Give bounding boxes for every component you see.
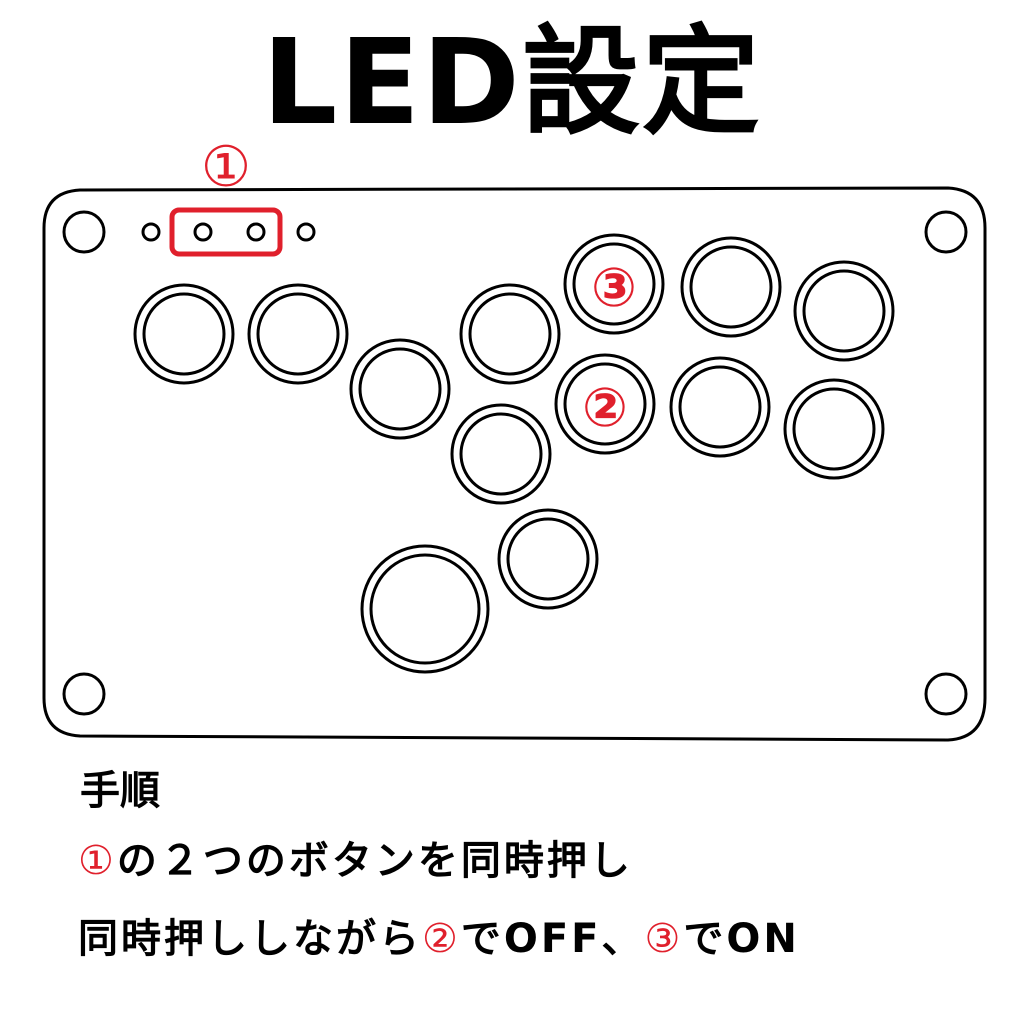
instruction-1-marker: ① bbox=[78, 838, 117, 884]
instruction-line-1: ①の２つのボタンを同時押し bbox=[78, 828, 800, 886]
instruction-2-marker-2: ② bbox=[422, 916, 461, 962]
instructions-block: 手順 ①の２つのボタンを同時押し 同時押ししながら②でOFF、③でON bbox=[78, 758, 800, 984]
arcade-button-left-3[interactable] bbox=[349, 338, 451, 440]
screw-hole-top-left bbox=[62, 210, 106, 254]
instruction-2-suffix: でON bbox=[683, 916, 800, 962]
instruction-1-text: の２つのボタンを同時押し bbox=[116, 838, 633, 884]
screw-hole-top-right bbox=[924, 210, 968, 254]
small-button-2[interactable] bbox=[193, 222, 213, 242]
arcade-button-small-lower[interactable] bbox=[497, 508, 599, 610]
small-button-3[interactable] bbox=[246, 222, 266, 242]
instruction-line-2: 同時押ししながら②でOFF、③でON bbox=[78, 906, 800, 964]
arcade-button-left-2[interactable] bbox=[247, 283, 349, 385]
arcade-button-left-1[interactable] bbox=[133, 283, 235, 385]
controller-body bbox=[42, 186, 987, 742]
arcade-button-3[interactable] bbox=[563, 233, 665, 335]
callout-1-highlight-box bbox=[169, 207, 283, 257]
arcade-button-bottom-3[interactable] bbox=[669, 356, 771, 458]
arcade-button-top-4[interactable] bbox=[793, 260, 895, 362]
instruction-2-marker-3: ③ bbox=[644, 916, 684, 962]
arcade-button-down[interactable] bbox=[450, 403, 552, 505]
arcade-button-2[interactable] bbox=[554, 353, 656, 455]
small-button-1[interactable] bbox=[141, 222, 161, 242]
instruction-2-prefix: 同時押ししながら bbox=[78, 916, 422, 962]
callout-2-label: ② bbox=[582, 376, 628, 439]
instructions-heading: 手順 bbox=[80, 768, 160, 814]
arcade-button-top-3[interactable] bbox=[680, 236, 782, 338]
callout-1-label: ① bbox=[201, 135, 251, 200]
small-button-4[interactable] bbox=[296, 222, 316, 242]
screw-hole-bottom-right bbox=[924, 672, 968, 716]
arcade-button-top-1[interactable] bbox=[459, 283, 561, 385]
page-title: LED設定 bbox=[262, 13, 762, 151]
screw-hole-bottom-left bbox=[62, 672, 106, 716]
arcade-button-bottom-4[interactable] bbox=[783, 378, 885, 480]
arcade-button-large-lower[interactable] bbox=[360, 544, 490, 674]
callout-3-label: ③ bbox=[591, 256, 637, 319]
instruction-2-mid: でOFF、 bbox=[460, 916, 645, 962]
